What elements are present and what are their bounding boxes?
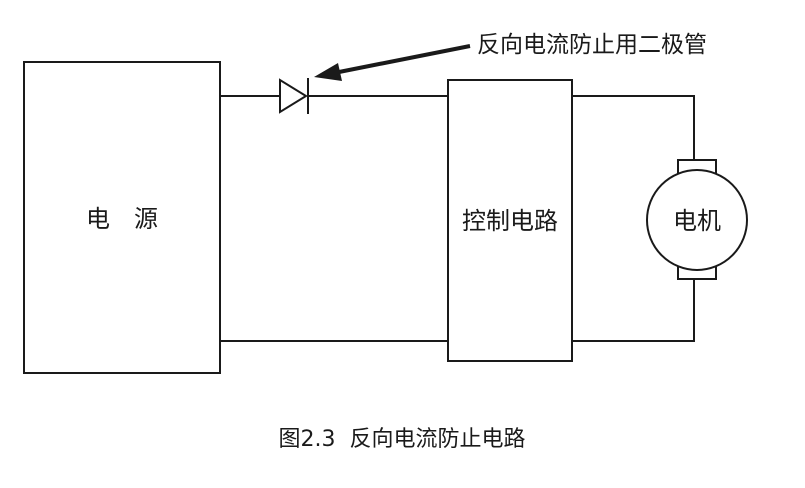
motor-wire-bottom	[572, 278, 695, 342]
control-circuit-box	[447, 79, 573, 362]
arrow-shaft	[333, 44, 471, 75]
motor-wire-top	[572, 95, 695, 162]
figure-caption: 图2.3 反向电流防止电路	[279, 427, 526, 452]
diode-symbol	[279, 78, 309, 114]
diode-triangle	[279, 78, 308, 114]
motor-symbol	[646, 159, 748, 280]
power-source-label: 电 源	[86, 205, 158, 233]
diode-annotation-arrow	[314, 44, 471, 81]
motor-label: 电机	[673, 207, 721, 235]
power-source-box	[23, 61, 221, 374]
diode-annotation-text: 反向电流防止用二极管	[477, 32, 707, 58]
motor-circle	[646, 169, 748, 271]
control-circuit-label: 控制电路	[462, 207, 558, 235]
arrow-head	[314, 63, 342, 81]
